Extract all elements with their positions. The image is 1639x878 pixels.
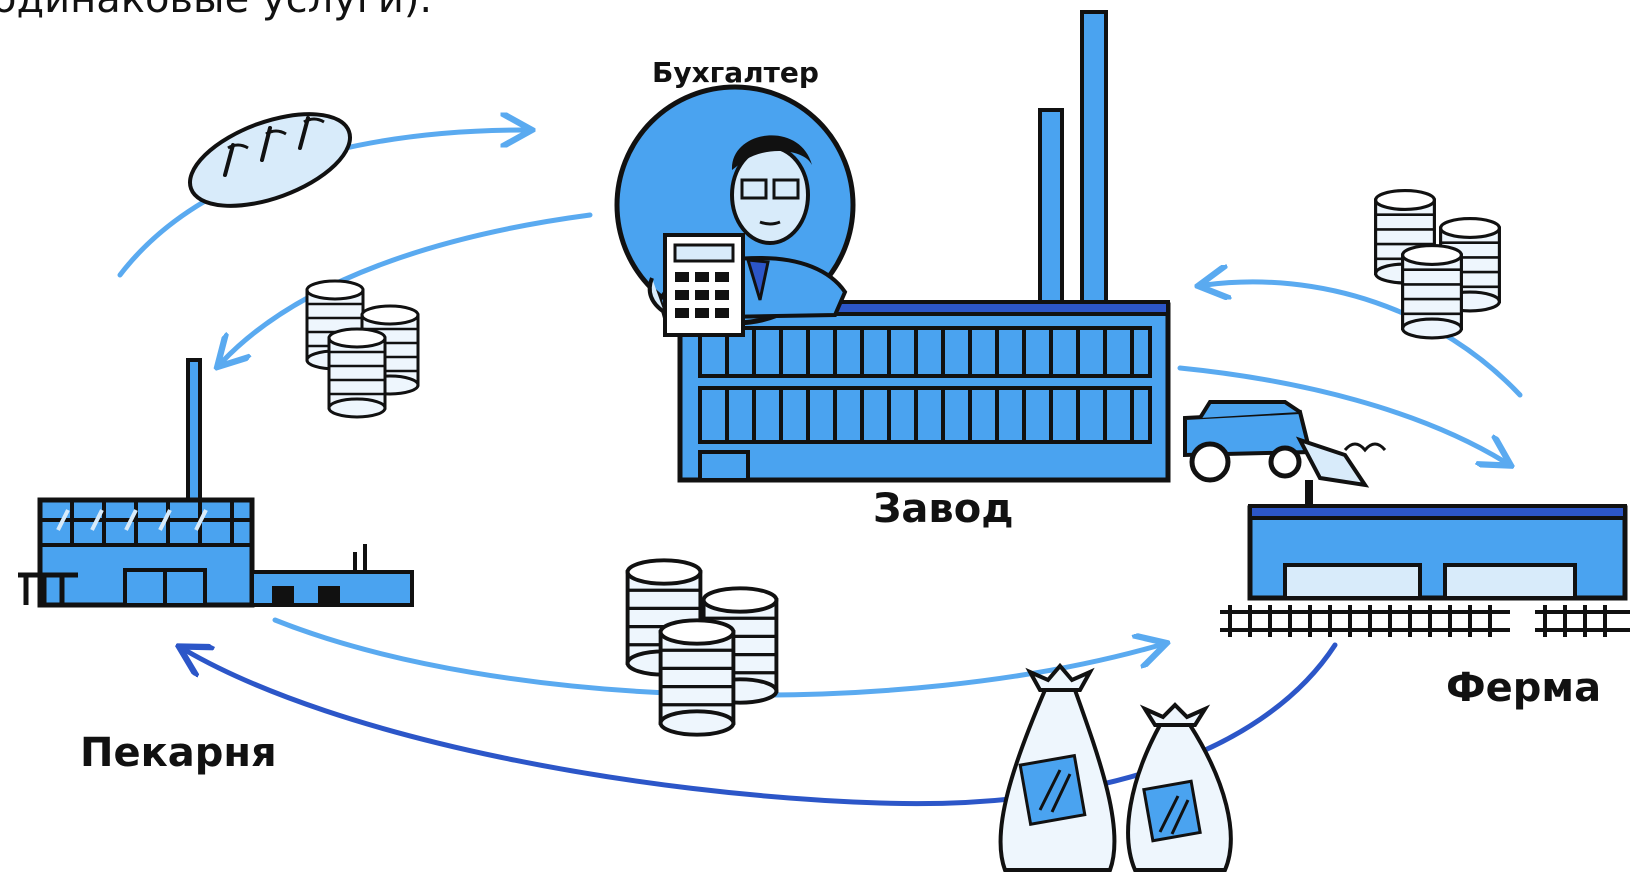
arrow-factory-to-farm	[1177, 365, 1505, 462]
top-caption-text: одинаковые услуги).	[0, 0, 432, 22]
accountant-label: Бухгалтер	[652, 56, 819, 89]
grain-sack-icon	[1126, 702, 1233, 872]
bakery-icon	[18, 358, 414, 608]
coins-icon	[625, 558, 779, 737]
bread-icon	[188, 112, 352, 208]
arrow-money-to-bakery	[222, 212, 593, 362]
harvester-icon	[1183, 400, 1387, 488]
farm-icon	[1247, 480, 1628, 601]
arrow-money-to-factory	[1205, 282, 1523, 398]
coins-icon	[1374, 188, 1501, 340]
bakery-label: Пекарня	[80, 730, 277, 776]
railway-icon	[1220, 605, 1630, 637]
factory-icon	[677, 10, 1171, 483]
factory-label: Завод	[873, 486, 1014, 532]
arrow-grain-farm-to-bakery	[185, 642, 1338, 807]
grain-sack-icon	[998, 662, 1117, 872]
coins-icon	[305, 279, 420, 419]
calculator-icon	[647, 233, 745, 337]
farm-label: Ферма	[1446, 665, 1602, 711]
